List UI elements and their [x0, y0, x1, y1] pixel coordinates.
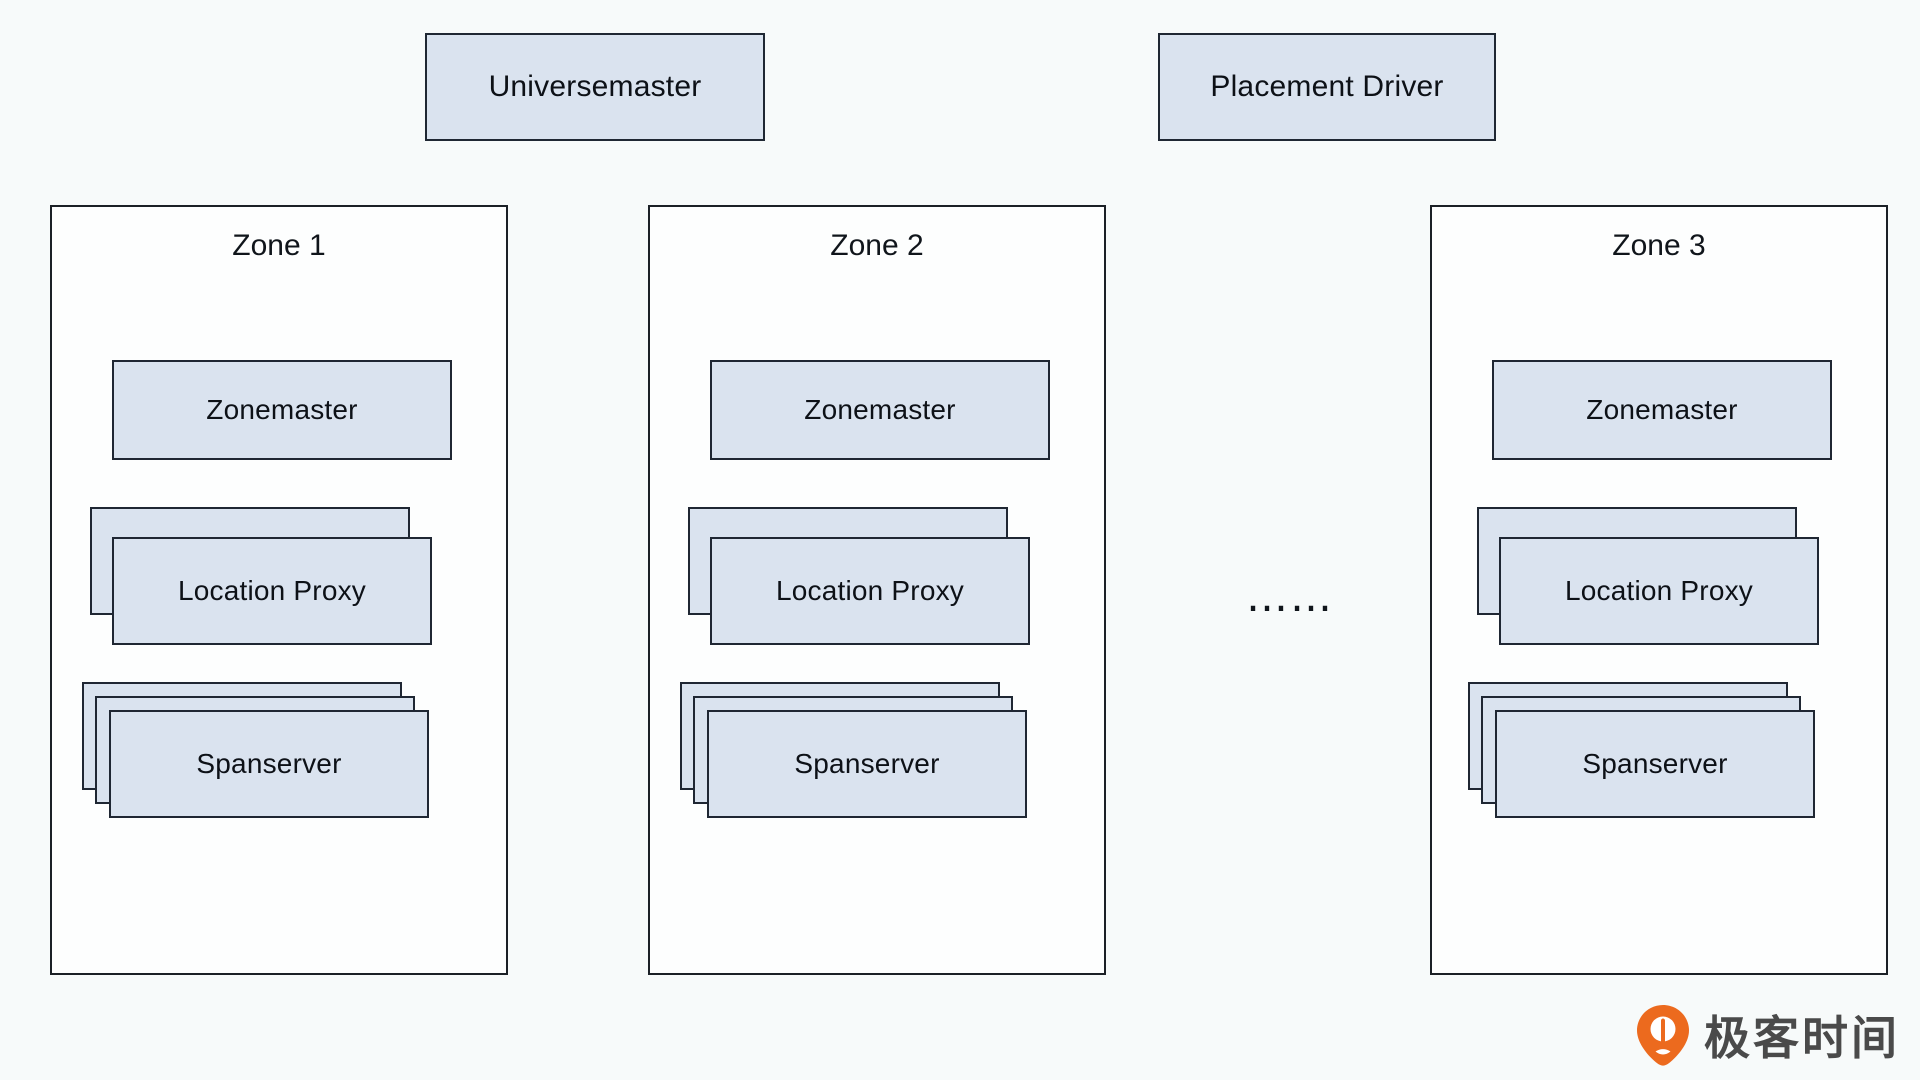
spanserver-layer-3-zone1[interactable]: Spanserver — [109, 710, 429, 818]
watermark-text: 极客时间 — [1704, 1011, 1900, 1065]
zonemaster-node-zone1[interactable]: Zonemaster — [112, 360, 452, 460]
zone-container-2[interactable]: Zone 2 Zonemaster Location Proxy Spanser… — [648, 205, 1106, 975]
universemaster-node[interactable]: Universemaster — [425, 33, 765, 141]
zone-container-1[interactable]: Zone 1 Zonemaster Location Proxy Spanser… — [50, 205, 508, 975]
zone-title-2: Zone 2 — [830, 229, 924, 262]
spanserver-stack-zone2[interactable]: Spanserver — [680, 682, 1080, 842]
zone-title-1: Zone 1 — [232, 229, 326, 262]
location-proxy-label-zone2: Location Proxy — [775, 575, 964, 606]
zonemaster-node-zone2[interactable]: Zonemaster — [710, 360, 1050, 460]
location-proxy-label-zone1: Location Proxy — [177, 575, 366, 606]
zone-container-3[interactable]: Zone 3 Zonemaster Location Proxy Spanser… — [1430, 205, 1888, 975]
spanserver-label-zone3: Spanserver — [1582, 748, 1728, 779]
spanserver-label-zone1: Spanserver — [196, 748, 342, 779]
zonemaster-label-zone1: Zonemaster — [206, 394, 358, 425]
zonemaster-label-zone3: Zonemaster — [1586, 394, 1738, 425]
placement-driver-label: Placement Driver — [1210, 70, 1444, 103]
spanserver-stack-zone3[interactable]: Spanserver — [1468, 682, 1868, 842]
spanserver-layer-3-zone2[interactable]: Spanserver — [707, 710, 1027, 818]
zonemaster-label-zone2: Zonemaster — [804, 394, 956, 425]
location-proxy-layer-front-zone2[interactable]: Location Proxy — [710, 537, 1030, 645]
geektime-pin-logo-icon — [1637, 1005, 1689, 1066]
location-proxy-stack-zone3[interactable]: Location Proxy — [1477, 507, 1857, 647]
zone-title-3: Zone 3 — [1612, 229, 1706, 262]
spanserver-label-zone2: Spanserver — [794, 748, 940, 779]
location-proxy-label-zone3: Location Proxy — [1564, 575, 1753, 606]
zonemaster-node-zone3[interactable]: Zonemaster — [1492, 360, 1832, 460]
location-proxy-layer-front-zone3[interactable]: Location Proxy — [1499, 537, 1819, 645]
watermark: 极客时间 — [1634, 1002, 1900, 1068]
location-proxy-layer-front-zone1[interactable]: Location Proxy — [112, 537, 432, 645]
zones-ellipsis: …… — [1246, 572, 1334, 621]
universemaster-label: Universemaster — [488, 70, 702, 103]
spanserver-stack-zone1[interactable]: Spanserver — [82, 682, 482, 842]
location-proxy-stack-zone2[interactable]: Location Proxy — [688, 507, 1068, 647]
spanserver-layer-3-zone3[interactable]: Spanserver — [1495, 710, 1815, 818]
location-proxy-stack-zone1[interactable]: Location Proxy — [90, 507, 470, 647]
placement-driver-node[interactable]: Placement Driver — [1158, 33, 1496, 141]
